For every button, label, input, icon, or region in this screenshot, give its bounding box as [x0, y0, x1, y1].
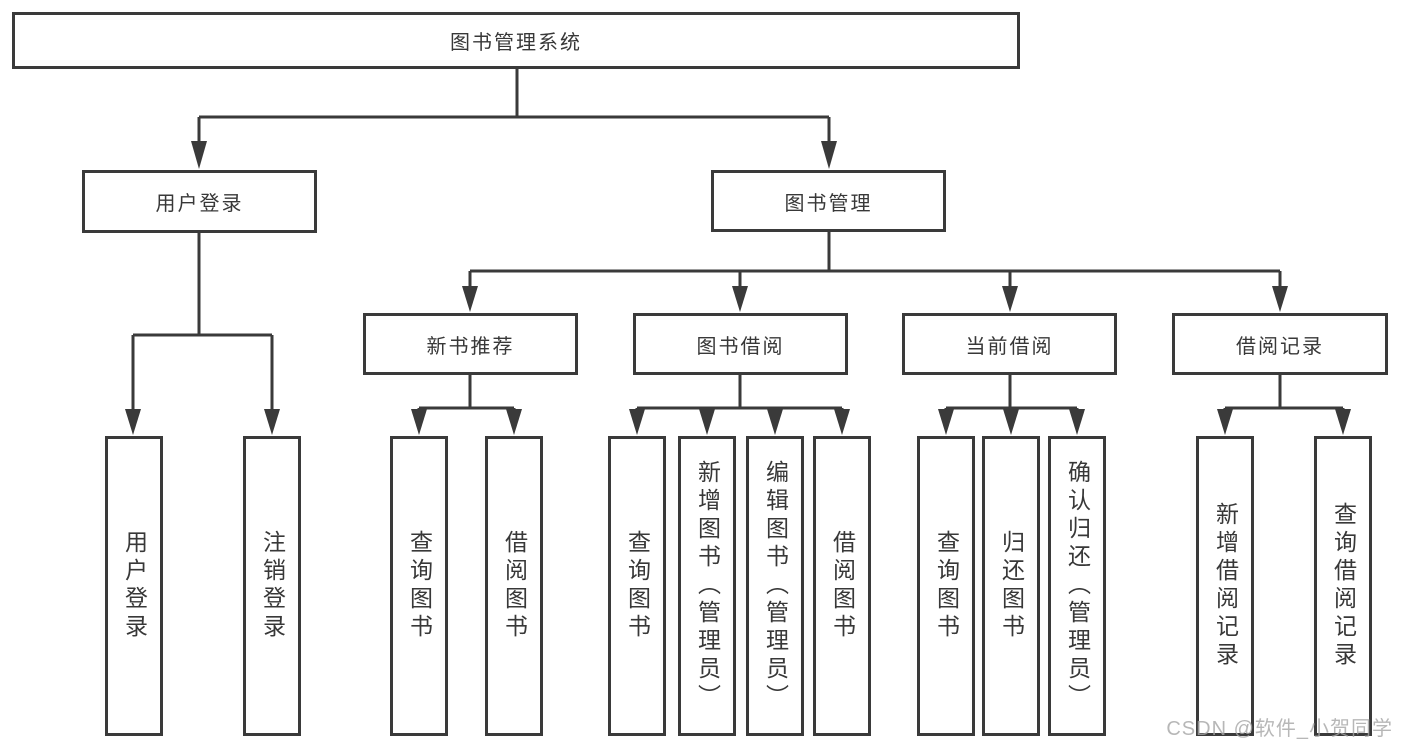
leaf-edit-book-admin: 编辑图书（管理员）: [746, 436, 804, 736]
leaf-return-book: 归还图书: [982, 436, 1040, 736]
node-new-book-recommend: 新书推荐: [363, 313, 578, 375]
node-user-login: 用户登录: [82, 170, 317, 233]
leaf-query-book-borrow: 查询图书: [608, 436, 666, 736]
leaf-user-login: 用户登录: [105, 436, 163, 736]
leaf-query-borrow-record: 查询借阅记录: [1314, 436, 1372, 736]
node-current-borrow: 当前借阅: [902, 313, 1117, 375]
node-book-borrow: 图书借阅: [633, 313, 848, 375]
node-root: 图书管理系统: [12, 12, 1020, 69]
leaf-query-book-current: 查询图书: [917, 436, 975, 736]
leaf-confirm-return-admin: 确认归还（管理员）: [1048, 436, 1106, 736]
leaf-query-book-recommend: 查询图书: [390, 436, 448, 736]
leaf-add-borrow-record: 新增借阅记录: [1196, 436, 1254, 736]
leaf-add-book-admin: 新增图书（管理员）: [678, 436, 736, 736]
leaf-logout: 注销登录: [243, 436, 301, 736]
leaf-borrow-book-recommend: 借阅图书: [485, 436, 543, 736]
leaf-borrow-book-2: 借阅图书: [813, 436, 871, 736]
csdn-watermark: CSDN @软件_小贺同学: [1166, 718, 1393, 740]
node-borrow-record: 借阅记录: [1172, 313, 1388, 375]
node-book-management: 图书管理: [711, 170, 946, 232]
